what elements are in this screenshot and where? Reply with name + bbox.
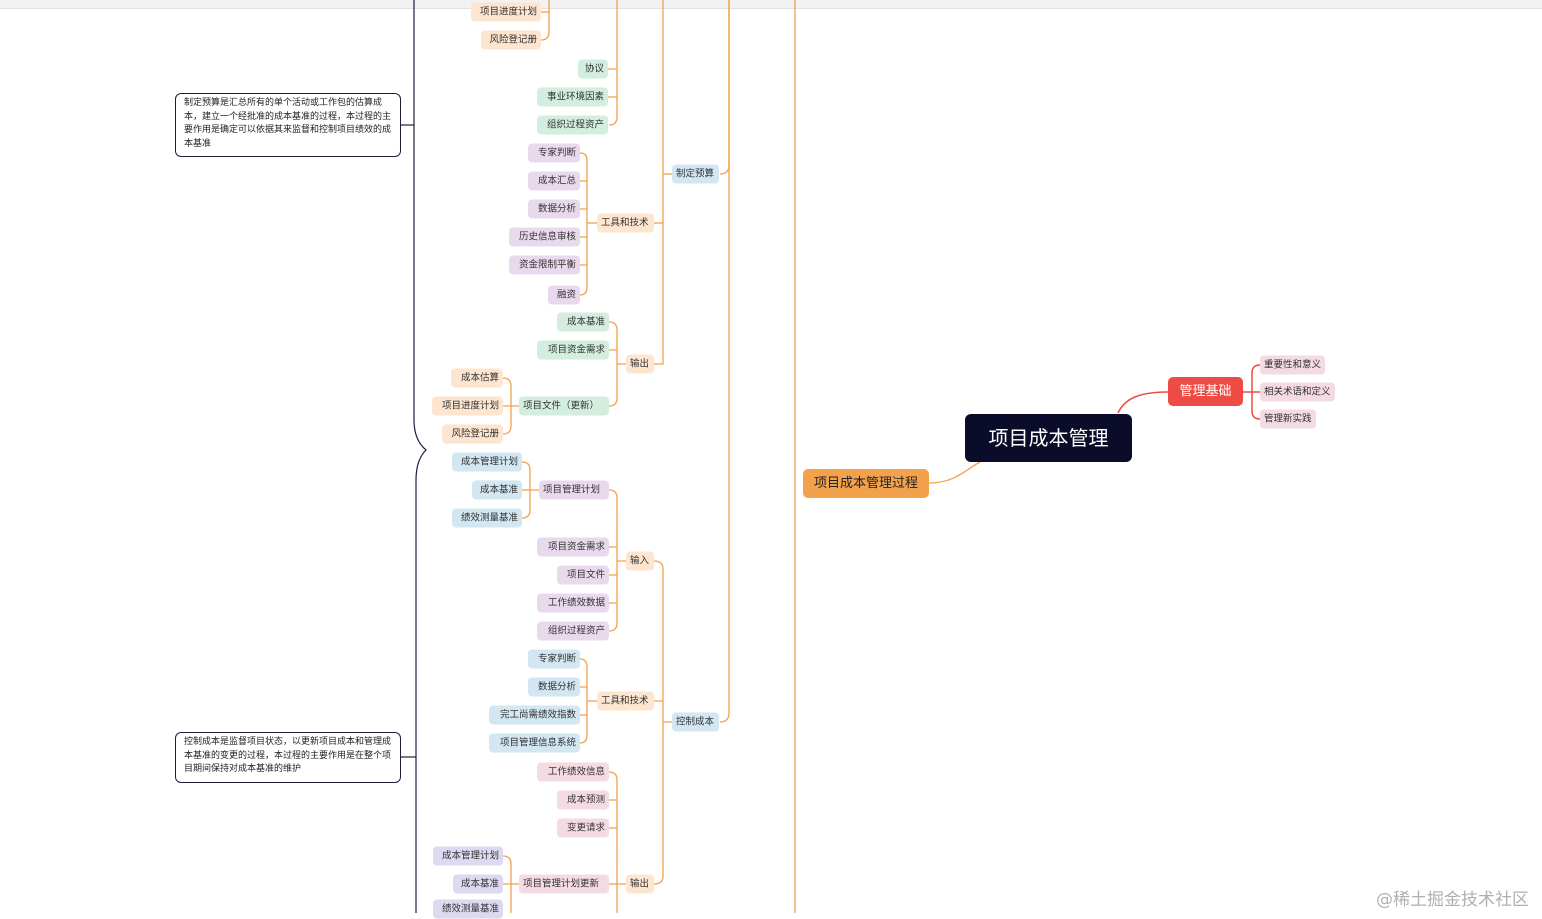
- budget-tool-item[interactable]: 数据分析: [528, 199, 580, 219]
- control-output-topic[interactable]: 输出: [626, 874, 654, 894]
- control-plan-update-topic[interactable]: 项目管理计划更新: [519, 874, 609, 894]
- budget-input-item[interactable]: 事业环境因素: [537, 87, 608, 107]
- budget-tool-item[interactable]: 成本汇总: [528, 171, 580, 191]
- control-plan-update-item[interactable]: 成本管理计划: [433, 846, 503, 866]
- budget-topic[interactable]: 制定预算: [672, 164, 719, 184]
- control-output-item[interactable]: 工作绩效信息: [537, 762, 609, 782]
- control-plan-item[interactable]: 成本基准: [472, 480, 522, 500]
- budget-tool-item[interactable]: 专家判断: [528, 143, 580, 163]
- budget-note[interactable]: 制定预算是汇总所有的单个活动或工作包的估算成本，建立一个经批准的成本基准的过程，…: [175, 93, 401, 157]
- basics-child[interactable]: 重要性和意义: [1260, 355, 1326, 375]
- budget-input-item[interactable]: 协议: [578, 59, 608, 79]
- control-plan-item[interactable]: 绩效测量基准: [452, 508, 522, 528]
- control-topic[interactable]: 控制成本: [672, 712, 719, 732]
- basics-child[interactable]: 管理新实践: [1260, 409, 1316, 429]
- budget-docs-item[interactable]: 风险登记册: [442, 424, 503, 444]
- control-plan-topic[interactable]: 项目管理计划: [539, 480, 609, 500]
- control-tool-item[interactable]: 项目管理信息系统: [489, 733, 580, 753]
- control-plan-update-item[interactable]: 绩效测量基准: [433, 899, 503, 919]
- control-output-item[interactable]: 成本预测: [557, 790, 609, 810]
- control-input-item[interactable]: 工作绩效数据: [537, 593, 609, 613]
- budget-docs-topic[interactable]: 项目文件（更新）: [519, 396, 609, 416]
- control-tool-item[interactable]: 专家判断: [528, 649, 580, 669]
- budget-docs-item[interactable]: 成本估算: [451, 368, 503, 388]
- budget-output-topic[interactable]: 输出: [626, 354, 654, 374]
- control-plan-item[interactable]: 成本管理计划: [452, 452, 522, 472]
- basics-child[interactable]: 相关术语和定义: [1260, 382, 1335, 402]
- budget-input-item[interactable]: 组织过程资产: [537, 115, 608, 135]
- control-input-item[interactable]: 项目文件: [557, 565, 609, 585]
- budget-tool-item[interactable]: 融资: [548, 285, 580, 305]
- budget-output-item[interactable]: 成本基准: [557, 312, 609, 332]
- control-plan-update-item[interactable]: 成本基准: [453, 874, 503, 894]
- window-top-bar: [0, 0, 1542, 9]
- budget-tools-topic[interactable]: 工具和技术: [597, 213, 654, 233]
- control-tool-item[interactable]: 完工尚需绩效指数: [489, 705, 580, 725]
- budget-output-item[interactable]: 项目资金需求: [537, 340, 609, 360]
- budget-tool-item[interactable]: 资金限制平衡: [509, 255, 580, 275]
- control-tools-topic[interactable]: 工具和技术: [597, 691, 654, 711]
- budget-tool-item[interactable]: 历史信息审核: [509, 227, 580, 247]
- basics-topic[interactable]: 管理基础: [1168, 377, 1243, 406]
- control-input-topic[interactable]: 输入: [626, 551, 654, 571]
- central-topic[interactable]: 项目成本管理: [965, 414, 1132, 462]
- control-note[interactable]: 控制成本是监督项目状态，以更新项目成本和管理成本基准的变更的过程，本过程的主要作…: [175, 732, 401, 783]
- budget-top-leaf[interactable]: 风险登记册: [481, 30, 541, 50]
- control-input-item[interactable]: 组织过程资产: [537, 621, 609, 641]
- watermark: @稀土掘金技术社区: [1376, 890, 1529, 910]
- control-output-item[interactable]: 变更请求: [557, 818, 609, 838]
- control-tool-item[interactable]: 数据分析: [528, 677, 580, 697]
- control-input-item[interactable]: 项目资金需求: [537, 537, 609, 557]
- budget-docs-item[interactable]: 项目进度计划: [432, 396, 503, 416]
- process-topic[interactable]: 项目成本管理过程: [803, 469, 929, 498]
- budget-top-leaf[interactable]: 项目进度计划: [471, 2, 541, 22]
